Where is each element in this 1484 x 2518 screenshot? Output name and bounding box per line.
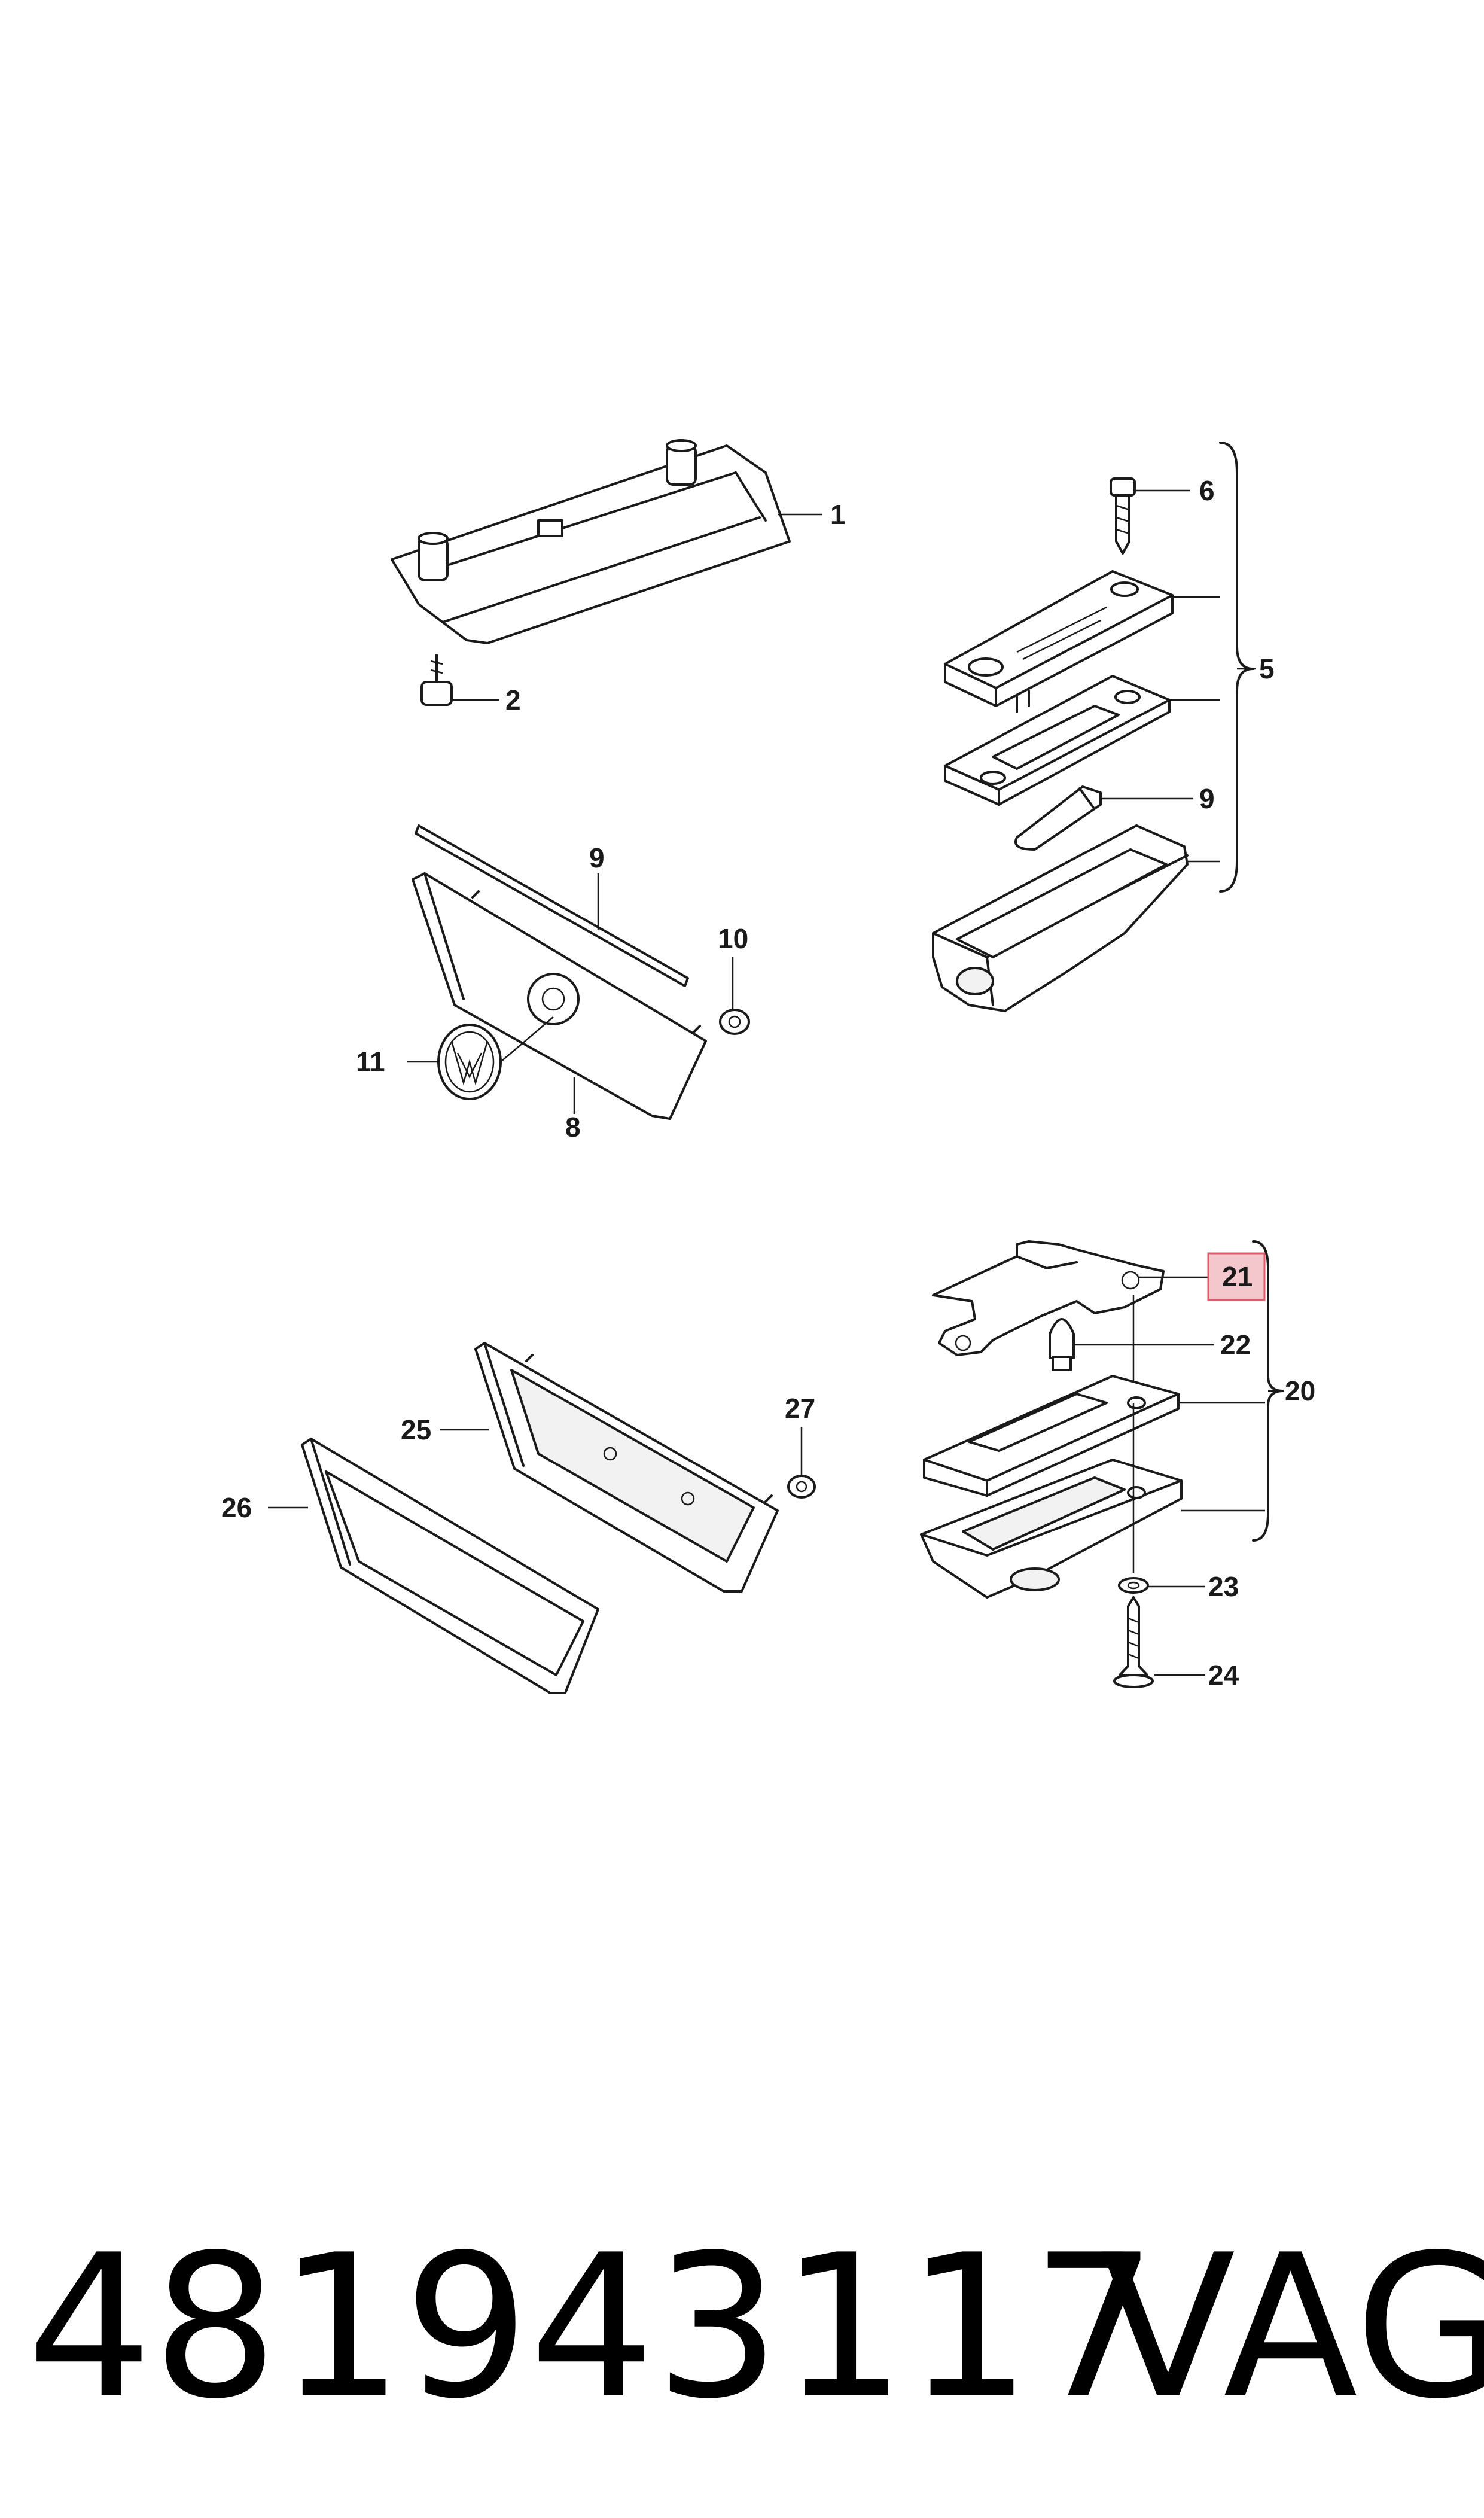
part-26-trim-frame [301, 1438, 599, 1694]
part-21-bracket [932, 1240, 1165, 1356]
part-22-bulb [1049, 1295, 1135, 1397]
callout-20: 20 [1285, 1375, 1315, 1406]
part-1-housing [391, 439, 791, 644]
callout-23: 23 [1208, 1571, 1239, 1602]
part-23-washer [1118, 1577, 1149, 1594]
callout-9-left: 9 [589, 842, 605, 873]
callout-10: 10 [718, 923, 748, 954]
callout-25: 25 [401, 1414, 431, 1445]
callout-26: 26 [221, 1492, 252, 1523]
part-20-housing [920, 1459, 1183, 1599]
part-5-housing [932, 824, 1189, 1012]
part-5-gasket [944, 675, 1171, 806]
brand-label: VAG [1101, 2212, 1484, 2442]
part-24-screw [1113, 1596, 1154, 1688]
callout-1: 1 [830, 499, 846, 530]
part-8-panel [412, 872, 707, 1120]
part-27-clip [787, 1475, 816, 1499]
part-25-handle-trim [474, 1342, 779, 1593]
part-6-screw [1110, 477, 1136, 555]
part-11-vw-emblem [437, 1024, 502, 1100]
callout-21-highlight [1207, 1252, 1266, 1301]
callout-21: 21 [1222, 1261, 1253, 1292]
part-number: 481943117 [27, 2212, 1157, 2442]
part-5-cover [944, 570, 1174, 713]
callout-5: 5 [1259, 653, 1275, 684]
callout-9-right: 9 [1199, 783, 1215, 814]
callout-6: 6 [1199, 475, 1215, 506]
part-10-clip [719, 1009, 750, 1035]
part-9-bulb [1014, 785, 1102, 851]
callout-27: 27 [785, 1393, 815, 1424]
part-20-lens [923, 1375, 1180, 1497]
callout-8: 8 [565, 1112, 581, 1143]
bracket-20 [1252, 1240, 1284, 1542]
callout-22: 22 [1220, 1329, 1251, 1360]
callout-2: 2 [505, 684, 521, 715]
callout-24: 24 [1208, 1660, 1239, 1691]
part-2-screw [420, 654, 453, 706]
callout-11: 11 [356, 1046, 385, 1077]
bracket-5 [1219, 442, 1254, 893]
